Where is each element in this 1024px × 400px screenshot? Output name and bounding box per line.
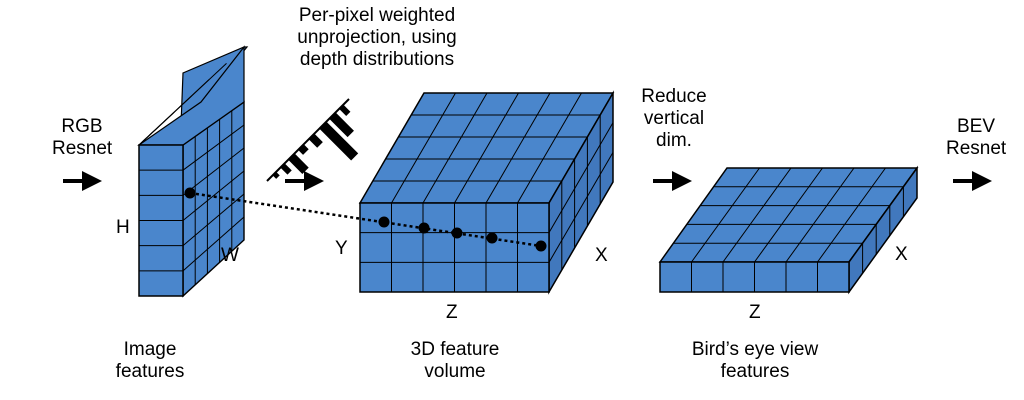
bev-feature-slab bbox=[658, 165, 919, 295]
bev-axis-z: Z bbox=[749, 302, 761, 323]
image-plane-grid bbox=[138, 62, 245, 285]
grid-line bbox=[182, 124, 245, 171]
grid-line bbox=[138, 62, 227, 146]
image-feature-plane bbox=[137, 45, 249, 298]
grid-line bbox=[485, 92, 551, 204]
grid-line bbox=[548, 152, 614, 263]
volume-axis-x: X bbox=[595, 245, 608, 266]
grid-line bbox=[391, 92, 456, 204]
grid-line bbox=[754, 167, 823, 263]
grid-line bbox=[785, 167, 855, 263]
ray-point-1 bbox=[378, 216, 390, 228]
grid-line bbox=[454, 92, 519, 204]
grid-line bbox=[182, 193, 245, 247]
ray-point-5 bbox=[535, 240, 547, 252]
ray-point-pixel bbox=[184, 187, 196, 199]
bev-axis-x: X bbox=[895, 244, 908, 265]
grid-line bbox=[182, 147, 245, 196]
image-axis-w: W bbox=[221, 245, 239, 266]
feature-volume-cube bbox=[358, 90, 615, 295]
grid-line bbox=[422, 92, 488, 204]
unprojection-ray bbox=[184, 187, 547, 252]
image-axis-h: H bbox=[116, 217, 130, 238]
ray-point-3 bbox=[451, 227, 463, 239]
grid-line bbox=[182, 170, 245, 221]
unprojection-label: Per-pixel weighted unprojection, using d… bbox=[297, 5, 457, 70]
grid-line bbox=[548, 122, 614, 233]
grid-line bbox=[182, 216, 245, 272]
volume-axis-y: Y bbox=[335, 238, 348, 259]
ray-point-4 bbox=[486, 232, 498, 244]
grid-line bbox=[691, 167, 760, 263]
grid-line bbox=[517, 92, 582, 204]
volume-grid bbox=[360, 92, 614, 292]
grid-line bbox=[722, 167, 792, 263]
bev-grid bbox=[673, 167, 904, 292]
ray-point-2 bbox=[418, 222, 430, 234]
grid-line bbox=[817, 167, 886, 263]
reduce-vertical-label: Reduce vertical dim. bbox=[641, 86, 707, 151]
volume-axis-z: Z bbox=[446, 302, 458, 323]
depth-distribution-icon bbox=[266, 98, 359, 182]
